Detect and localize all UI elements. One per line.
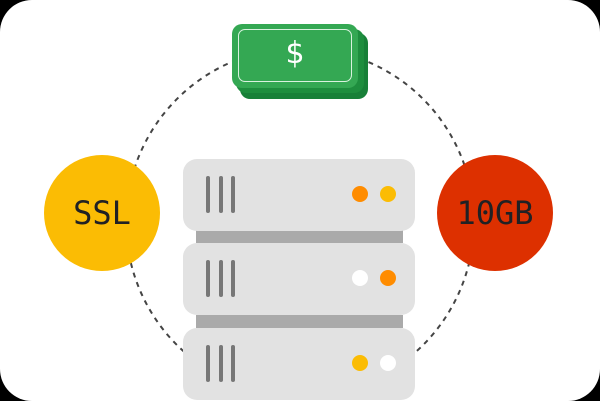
dollar-icon: $ bbox=[285, 36, 305, 71]
ssl-badge: SSL bbox=[44, 155, 160, 271]
status-led bbox=[352, 186, 368, 202]
vent-line bbox=[231, 260, 235, 297]
vent-line bbox=[219, 260, 223, 297]
storage-badge: 10GB bbox=[437, 155, 553, 271]
bill-border bbox=[238, 29, 352, 82]
status-led bbox=[380, 186, 396, 202]
server-unit-2 bbox=[183, 243, 415, 315]
vent-line bbox=[206, 345, 210, 382]
server-connector bbox=[196, 315, 403, 328]
status-led bbox=[380, 355, 396, 371]
server-connector bbox=[196, 230, 403, 243]
storage-label: 10GB bbox=[456, 194, 534, 232]
vent-line bbox=[219, 345, 223, 382]
status-led bbox=[352, 355, 368, 371]
ssl-label: SSL bbox=[73, 194, 131, 232]
vent-line bbox=[219, 176, 223, 213]
vent-line bbox=[206, 176, 210, 213]
status-led bbox=[380, 270, 396, 286]
vent-line bbox=[206, 260, 210, 297]
server-unit-3 bbox=[183, 328, 415, 400]
vent-line bbox=[231, 345, 235, 382]
bill-front: $ bbox=[232, 24, 358, 88]
server-unit-1 bbox=[183, 159, 415, 231]
status-led bbox=[352, 270, 368, 286]
vent-line bbox=[231, 176, 235, 213]
